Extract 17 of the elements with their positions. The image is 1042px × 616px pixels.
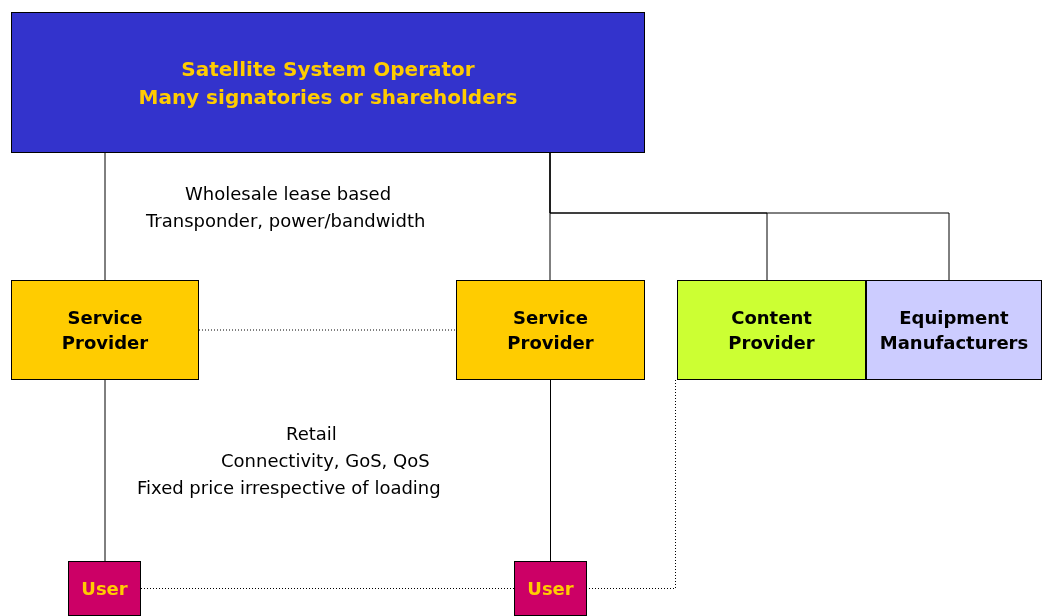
provider-box: Content Provider — [677, 280, 866, 380]
manufacturer-box: Equipment Manufacturers — [866, 280, 1042, 380]
provider-box: Service Provider — [11, 280, 199, 380]
connector-line — [104, 152, 106, 281]
dotted-connector — [586, 379, 676, 589]
provider-box: Service Provider — [456, 280, 645, 380]
operator-box: Satellite System Operator Many signatories or shareholders — [11, 12, 645, 153]
annotation-text: Connectivity, GoS, QoS — [221, 450, 430, 471]
annotation-text: Fixed price irrespective of loading — [137, 477, 441, 498]
user-box: User — [514, 561, 587, 616]
connector-line — [549, 152, 950, 281]
annotation-text: Wholesale lease based — [185, 183, 392, 204]
connector-line — [104, 379, 106, 562]
connector-line — [550, 379, 551, 562]
annotation-text: Retail — [286, 423, 337, 444]
user-box: User — [68, 561, 141, 616]
annotation-text: Transponder, power/bandwidth — [146, 210, 426, 231]
